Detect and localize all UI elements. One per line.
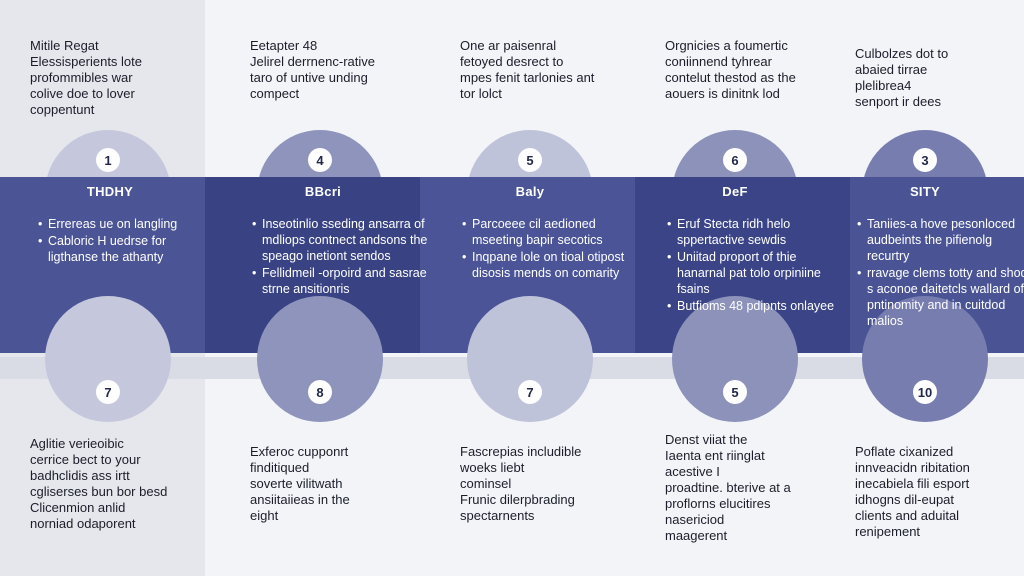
bullet-item: Inseotinlio sseding ansarra of mdliops c… bbox=[252, 216, 430, 264]
bottom-step-number: 10 bbox=[913, 380, 937, 404]
description-line: clients and aduital bbox=[855, 508, 960, 523]
top-step-number: 4 bbox=[308, 148, 332, 172]
description-line: cerrice bect to your bbox=[30, 452, 141, 467]
bullet-item: Butfioms 48 pdipnts onlayee bbox=[667, 298, 845, 314]
bullet-item: Inqpane lole on tioal otipost disosis me… bbox=[462, 249, 640, 281]
description-line: fetoyed desrect to bbox=[460, 54, 564, 69]
bullet-item: Taniies-a hove pesonloced audbeints the … bbox=[857, 216, 1024, 264]
bullet-item: Eruf Stecta ridh helo sppertactive sewdi… bbox=[667, 216, 845, 248]
description-line: cgliserses bun bor besd bbox=[30, 484, 168, 499]
column-title-1: THDHY bbox=[86, 184, 134, 199]
column-title-5: SITY bbox=[909, 184, 941, 199]
bullet-list-2: Inseotinlio sseding ansarra of mdliops c… bbox=[250, 216, 430, 298]
bottom-circle-4: 5 bbox=[672, 296, 798, 422]
description-line: contelut thestod as the bbox=[665, 70, 796, 85]
description-line: woeks liebt bbox=[460, 460, 525, 475]
bullet-item: Uniitad proport of thie hanarnal pat tol… bbox=[667, 249, 845, 297]
bullet-item: Parcoeee cil aedioned mseeting bapir sec… bbox=[462, 216, 640, 248]
bullet-item: rravage clems totty and shode s aconoe d… bbox=[857, 265, 1024, 329]
description-line: proadtine. bterive at a bbox=[665, 480, 791, 495]
bullet-item: Errereas ue on langling bbox=[38, 216, 216, 232]
bullet-list-3: Parcoeee cil aedioned mseeting bapir sec… bbox=[460, 216, 640, 282]
bottom-step-number: 5 bbox=[723, 380, 747, 404]
description-line: nasericiod bbox=[665, 512, 725, 527]
description-line: Iaenta ent riinglat bbox=[665, 448, 765, 463]
description-line: Culbolzes dot to bbox=[855, 46, 949, 61]
description-line: coppentunt bbox=[30, 102, 95, 117]
top-step-number: 6 bbox=[723, 148, 747, 172]
description-line: Fascrepias includible bbox=[460, 444, 582, 459]
bottom-circle-3: 7 bbox=[467, 296, 593, 422]
description-line: innveacidn ribitation bbox=[855, 460, 970, 475]
description-line: Denst viiat the bbox=[665, 432, 748, 447]
description-line: mpes fenit tarlonies ant bbox=[460, 70, 595, 85]
bottom-step-number: 7 bbox=[518, 380, 542, 404]
description-line: Jelirel derrnenc-rative bbox=[250, 54, 375, 69]
bullet-item: Fellidmeil -orpoird and sasrae strne ans… bbox=[252, 265, 430, 297]
description-line: Elessisperients lote bbox=[30, 54, 142, 69]
bottom-step-number: 7 bbox=[96, 380, 120, 404]
description-line: acestive I bbox=[665, 464, 720, 479]
description-line: Orgnicies a foumertic bbox=[665, 38, 788, 53]
description-line: tor lolct bbox=[460, 86, 502, 101]
bullet-list-1: Errereas ue on langlingCabloric H uedrse… bbox=[36, 216, 216, 266]
top-step-number: 3 bbox=[913, 148, 937, 172]
description-line: eight bbox=[250, 508, 279, 523]
bullet-list-4: Eruf Stecta ridh helo sppertactive sewdi… bbox=[665, 216, 845, 315]
bullet-list-5: Taniies-a hove pesonloced audbeints the … bbox=[855, 216, 1024, 330]
bottom-step-number: 8 bbox=[308, 380, 332, 404]
description-line: spectarnents bbox=[460, 508, 535, 523]
description-line: Eetapter 48 bbox=[250, 38, 318, 53]
column-title-2: BBcri bbox=[304, 184, 342, 199]
description-line: inecabiela fili esport bbox=[855, 476, 970, 491]
description-line: cominsel bbox=[460, 476, 512, 491]
description-line: senport ir dees bbox=[855, 94, 941, 109]
description-line: ansiitaiieas in the bbox=[250, 492, 350, 507]
bottom-circle-1: 7 bbox=[45, 296, 171, 422]
description-line: idhogns dil-eupat bbox=[855, 492, 955, 507]
column-title-4: DeF bbox=[722, 184, 748, 199]
description-line: Mitile Regat bbox=[30, 38, 99, 53]
bottom-circle-2: 8 bbox=[257, 296, 383, 422]
description-line: plelibrea4 bbox=[855, 78, 912, 93]
description-line: Aglitie verieoibic bbox=[30, 436, 124, 451]
description-line: profommibles war bbox=[30, 70, 133, 85]
top-step-number: 5 bbox=[518, 148, 542, 172]
description-line: colive doe to lover bbox=[30, 86, 135, 101]
description-line: One ar paisenral bbox=[460, 38, 557, 53]
description-line: taro of untive unding bbox=[250, 70, 368, 85]
top-step-number: 1 bbox=[96, 148, 120, 172]
description-line: Clicenmion anlid bbox=[30, 500, 126, 515]
description-line: compect bbox=[250, 86, 300, 101]
description-line: Frunic dilerpbrading bbox=[460, 492, 575, 507]
description-line: finditiqued bbox=[250, 460, 310, 475]
description-line: soverte vilitwath bbox=[250, 476, 343, 491]
column-title-3: Baly bbox=[515, 184, 545, 199]
description-line: Poflate cixanized bbox=[855, 444, 954, 459]
description-line: norniad odaporent bbox=[30, 516, 136, 531]
description-line: aouers is dinitnk lod bbox=[665, 86, 780, 101]
description-line: maagerent bbox=[665, 528, 728, 543]
description-line: badhclidis ass irtt bbox=[30, 468, 130, 483]
description-line: abaied tirrae bbox=[855, 62, 928, 77]
description-line: Exferoc cupponrt bbox=[250, 444, 349, 459]
description-line: renipement bbox=[855, 524, 921, 539]
bullet-item: Cabloric H uedrse for ligthanse the atha… bbox=[38, 233, 216, 265]
description-line: coniinnend tyhrear bbox=[665, 54, 772, 69]
description-line: proflorns elucitires bbox=[665, 496, 771, 511]
